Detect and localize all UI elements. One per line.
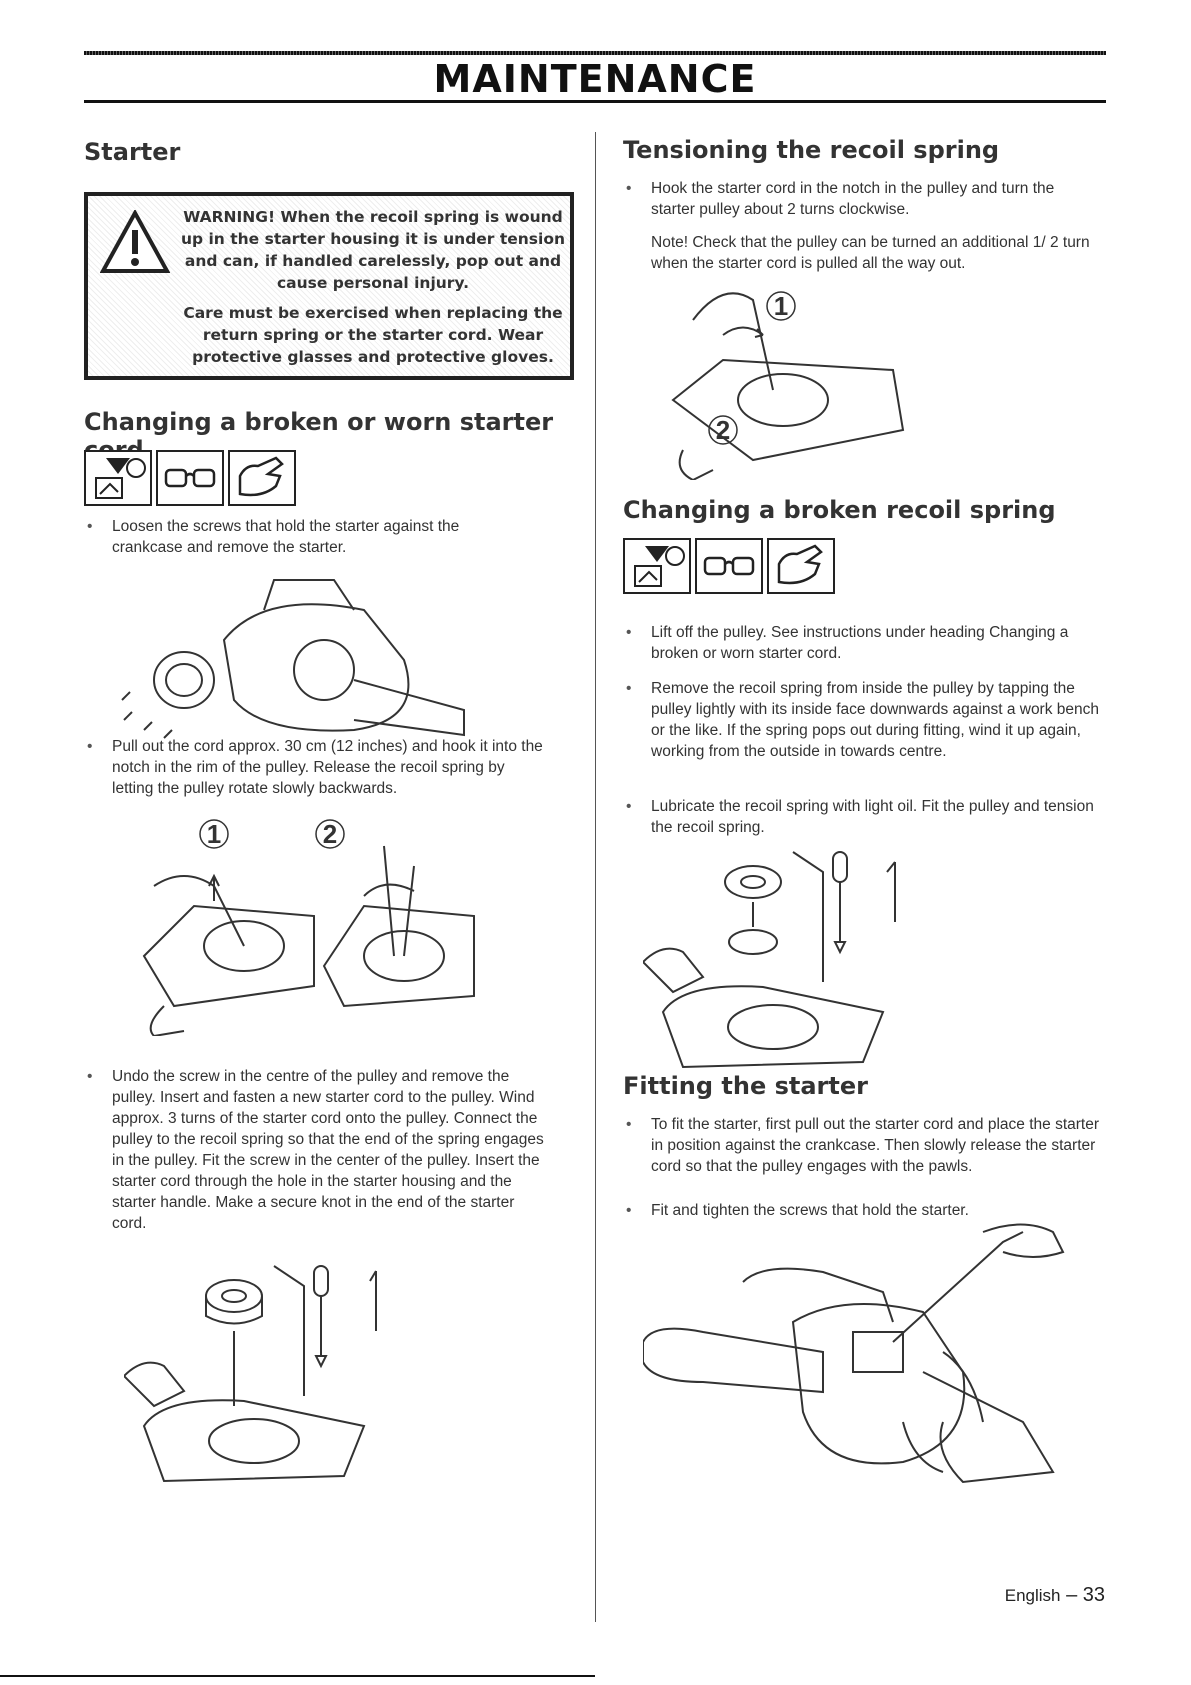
figure-callout-tool: 1	[370, 1340, 371, 1342]
list-item: •Fit and tighten the screws that hold th…	[626, 1202, 969, 1219]
manual-icon	[623, 538, 691, 594]
list-item: •Hook the starter cord in the notch in t…	[626, 180, 1055, 218]
section-title-fitting: Fitting the starter	[623, 1072, 868, 1100]
header-rule-top	[84, 51, 1106, 55]
list-item: •Lubricate the recoil spring with light …	[626, 798, 1094, 836]
protective-glasses-icon	[695, 538, 763, 594]
warning-paragraph: WARNING! When the recoil spring is wound…	[180, 208, 566, 292]
manual-icon	[84, 450, 152, 506]
warning-text: WARNING! When the recoil spring is wound…	[178, 206, 568, 368]
section-title-starter: Starter	[84, 138, 181, 166]
safety-pictograms	[623, 538, 835, 594]
warning-box: WARNING! When the recoil spring is wound…	[84, 192, 574, 380]
figure-callout-1: 1	[774, 291, 788, 321]
list-item: •Loosen the screws that hold the starter…	[87, 518, 460, 556]
page-footer: English – 33	[1005, 1584, 1105, 1607]
figure-callout-2: 2	[716, 415, 730, 445]
warning-triangle-icon	[100, 210, 170, 273]
protective-gloves-icon	[228, 450, 296, 506]
figure-fit-pulley: 1	[124, 1265, 377, 1483]
list-item: •Undo the screw in the centre of the pul…	[87, 1068, 544, 1232]
section-title-tensioning: Tensioning the recoil spring	[623, 136, 1000, 164]
figure-lubricate-spring: 1	[643, 851, 896, 1069]
figure-remove-starter	[121, 579, 465, 739]
header-rule-bottom	[84, 100, 1106, 103]
list-item: •Lift off the pulley. See instructions u…	[626, 624, 1069, 662]
protective-gloves-icon	[767, 538, 835, 594]
column-divider	[595, 132, 596, 1622]
section-title-broken-spring: Changing a broken recoil spring	[623, 496, 1056, 524]
figure-tool-outline	[369, 1270, 377, 1331]
footer-language: English	[1004, 1586, 1061, 1605]
figure-release-recoil: 1 2	[142, 819, 475, 1036]
list-item: •Pull out the cord approx. 30 cm (12 inc…	[87, 738, 543, 797]
figure-tension-spring: 1 2	[671, 291, 905, 480]
page-number: – 33	[1066, 1584, 1105, 1606]
figure-callout-1: 1	[889, 931, 890, 933]
list-item: •To fit the starter, first pull out the …	[626, 1116, 1099, 1175]
safety-pictograms	[84, 450, 296, 506]
figure-callout-2: 2	[323, 819, 337, 849]
figure-callout-1: 1	[207, 819, 221, 849]
protective-glasses-icon	[156, 450, 224, 506]
warning-paragraph: Care must be exercised when replacing th…	[183, 304, 563, 366]
page-title: MAINTENANCE	[433, 57, 757, 101]
footer-rule	[0, 1675, 595, 1677]
figure-fit-starter	[643, 1223, 1065, 1484]
note-text: Note! Check that the pulley can be turne…	[651, 234, 1090, 272]
list-item: •Remove the recoil spring from inside th…	[626, 680, 1100, 760]
